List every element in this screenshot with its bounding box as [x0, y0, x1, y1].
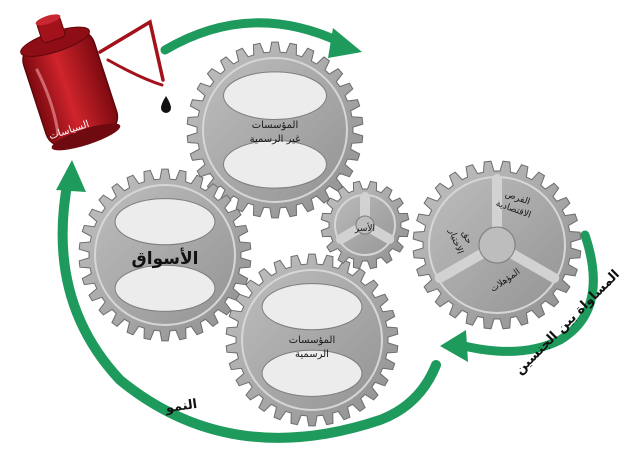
- growth-arrow: [56, 160, 441, 443]
- gear-formal-institutions: [225, 253, 399, 427]
- households-label: الأسر: [354, 222, 375, 234]
- gear-markets: [78, 168, 252, 342]
- policies-oil-can-icon: السياسات: [20, 14, 165, 151]
- gender-equality-arrow: [440, 230, 598, 362]
- gear-households: [320, 180, 410, 270]
- gear-opportunities-choice-assets: [412, 160, 582, 330]
- oil-drop-icon: [161, 96, 171, 113]
- right-to-choose-label-line1: حق: [460, 230, 474, 246]
- gear-informal-institutions: [186, 41, 364, 219]
- informal-institutions-label-line2: غير الرسمية: [250, 134, 301, 145]
- growth-label: النمو: [164, 397, 198, 416]
- markets-label: الأسواق: [132, 248, 199, 269]
- top-arrow: [160, 18, 362, 58]
- informal-institutions-label-line1: المؤسسات: [252, 120, 299, 131]
- formal-institutions-label-line1: المؤسسات: [289, 335, 336, 346]
- formal-institutions-label-line2: الرسمية: [295, 349, 329, 360]
